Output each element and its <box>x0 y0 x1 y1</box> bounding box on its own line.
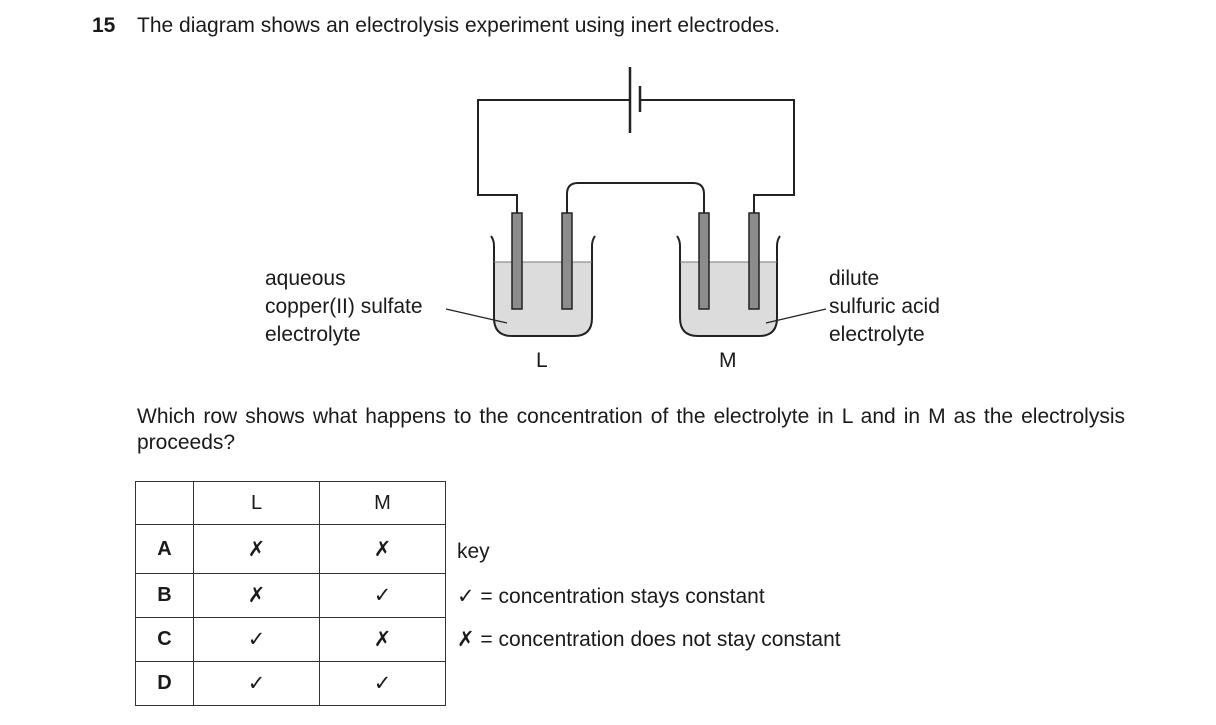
label-line: sulfuric acid <box>829 295 940 318</box>
electrode-L1 <box>511 212 523 310</box>
leader-line-left <box>445 308 508 324</box>
circuit-wire-left <box>477 99 630 213</box>
answer-table: L M A ✗ ✗ B ✗ ✓ C ✓ ✗ D ✓ ✓ <box>135 481 446 706</box>
label-sulfuric-acid: dilute sulfuric acid electrolyte <box>829 265 940 349</box>
electrode-L2 <box>561 212 573 310</box>
label-line: dilute <box>829 267 880 290</box>
cell-M-mark: ✓ <box>319 573 446 618</box>
table-row[interactable]: D ✓ ✓ <box>135 661 446 706</box>
table-row[interactable]: C ✓ ✗ <box>135 617 446 662</box>
electrolysis-diagram <box>445 67 827 337</box>
header-M: M <box>319 481 446 525</box>
label-copper-sulfate: aqueous copper(II) sulfate electrolyte <box>265 265 423 349</box>
header-L: L <box>193 481 320 525</box>
cell-label-L: L <box>536 349 548 372</box>
cell-L-mark: ✗ <box>193 573 320 618</box>
key-title: key <box>457 540 490 563</box>
electrode-M2 <box>748 212 760 310</box>
key-tick: ✓ = concentration stays constant <box>457 585 765 608</box>
electrode-M1 <box>698 212 710 310</box>
label-line: copper(II) sulfate <box>265 295 423 318</box>
cell-L-mark: ✗ <box>193 524 320 574</box>
cell-L-mark: ✓ <box>193 661 320 706</box>
cell-M-mark: ✗ <box>319 524 446 574</box>
leader-line-right <box>765 308 827 324</box>
table-header-row: L M <box>135 481 446 525</box>
circuit-wire-right <box>640 99 795 213</box>
option-letter[interactable]: C <box>135 617 194 662</box>
cell-label-M: M <box>719 349 737 372</box>
beaker-M <box>676 235 781 337</box>
question-intro: The diagram shows an electrolysis experi… <box>137 14 781 37</box>
beaker-L <box>490 235 596 337</box>
label-line: electrolyte <box>829 323 925 346</box>
option-letter[interactable]: B <box>135 573 194 618</box>
cell-M-mark: ✗ <box>319 617 446 662</box>
question-number: 15 <box>92 14 116 37</box>
key-cross: ✗ = concentration does not stay constant <box>457 628 841 651</box>
table-row[interactable]: B ✗ ✓ <box>135 573 446 618</box>
question-prompt: Which row shows what happens to the conc… <box>137 405 1125 454</box>
label-line: aqueous <box>265 267 346 290</box>
option-letter[interactable]: D <box>135 661 194 706</box>
cell-M-mark: ✓ <box>319 661 446 706</box>
bridge-wire <box>566 182 705 213</box>
cell-L-mark: ✓ <box>193 617 320 662</box>
header-option <box>135 481 194 525</box>
option-letter[interactable]: A <box>135 524 194 574</box>
label-line: electrolyte <box>265 323 361 346</box>
table-row[interactable]: A ✗ ✗ <box>135 524 446 574</box>
